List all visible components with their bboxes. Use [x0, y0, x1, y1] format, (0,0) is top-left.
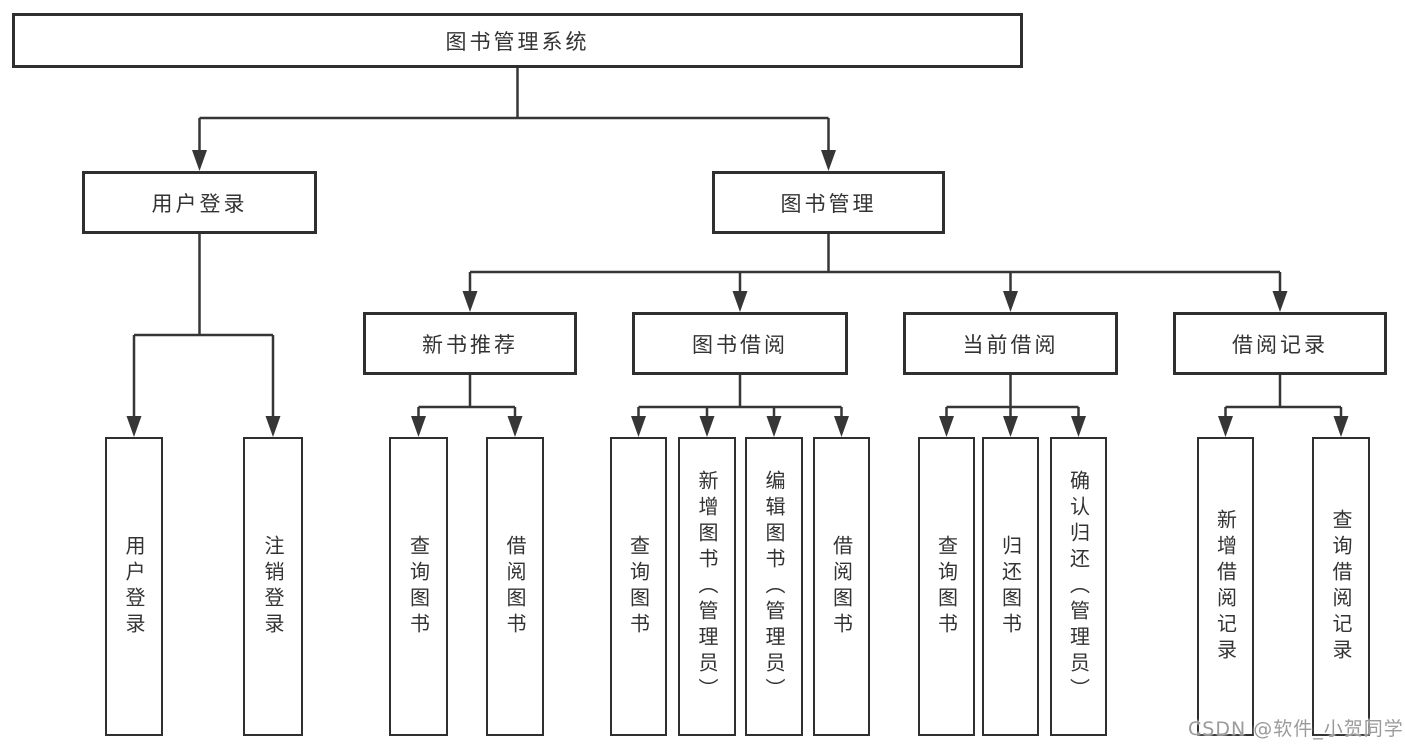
- leaf-borrow-books-2-label: 借阅图书: [829, 534, 854, 639]
- leaf-add-borrow-record: 新增借阅记录: [1197, 437, 1254, 736]
- leaf-add-borrow-record-label: 新增借阅记录: [1213, 508, 1238, 665]
- leaf-return-books: 归还图书: [982, 437, 1039, 736]
- node-current-borrowing-label: 当前借阅: [962, 332, 1059, 357]
- leaf-edit-books-admin: 编辑图书（管理员）: [745, 437, 803, 736]
- arrowhead-icon: [1333, 416, 1349, 437]
- connector-paths: [132, 68, 1343, 419]
- node-new-book-recommendation-label: 新书推荐: [422, 332, 518, 357]
- leaf-query-books-2-label: 查询图书: [626, 534, 651, 639]
- arrowhead-icon: [265, 416, 281, 437]
- arrowhead-icon: [1071, 416, 1086, 437]
- arrowhead-icon: [766, 416, 782, 437]
- leaf-confirm-return-admin-label: 确认归还（管理员）: [1066, 469, 1091, 704]
- node-root: 图书管理系统: [12, 13, 1023, 68]
- arrowhead-icon: [192, 150, 207, 171]
- leaf-query-books-2: 查询图书: [610, 437, 667, 736]
- node-book-borrowing-label: 图书借阅: [692, 332, 788, 357]
- node-current-borrowing: 当前借阅: [903, 312, 1118, 375]
- leaf-borrow-books-1: 借阅图书: [486, 437, 544, 736]
- arrowhead-icon: [631, 416, 646, 437]
- node-new-book-recommendation: 新书推荐: [363, 312, 577, 375]
- leaf-add-books-admin: 新增图书（管理员）: [678, 437, 736, 736]
- leaf-query-borrow-record: 查询借阅记录: [1312, 437, 1370, 736]
- leaf-logout-label: 注销登录: [261, 534, 285, 639]
- arrowhead-icon: [1003, 291, 1018, 312]
- leaf-query-borrow-record-label: 查询借阅记录: [1329, 508, 1353, 665]
- leaf-borrow-books-1-label: 借阅图书: [503, 534, 527, 639]
- node-user-login-label: 用户登录: [151, 191, 248, 216]
- node-book-management-label: 图书管理: [780, 191, 877, 216]
- node-user-login: 用户登录: [82, 171, 317, 234]
- leaf-add-books-admin-label: 新增图书（管理员）: [695, 469, 719, 704]
- leaf-query-books-1-label: 查询图书: [406, 534, 431, 639]
- arrowhead-icon: [411, 416, 426, 437]
- arrowhead-icon: [821, 150, 836, 171]
- arrowhead-icon: [1218, 416, 1233, 437]
- node-root-label: 图书管理系统: [445, 29, 590, 54]
- leaf-user-login-label: 用户登录: [122, 534, 146, 639]
- leaf-logout: 注销登录: [243, 437, 303, 736]
- leaf-query-books-1: 查询图书: [389, 437, 448, 736]
- leaf-query-books-3: 查询图书: [918, 437, 975, 736]
- arrowhead-icon: [462, 291, 478, 312]
- arrowhead-icon: [699, 416, 715, 437]
- arrowhead-icon: [732, 291, 748, 312]
- arrowhead-icon: [1003, 416, 1018, 437]
- arrowhead-icon: [1272, 291, 1288, 312]
- leaf-confirm-return-admin: 确认归还（管理员）: [1050, 437, 1107, 736]
- leaf-return-books-label: 归还图书: [998, 534, 1023, 639]
- arrowhead-markers: [126, 150, 1349, 437]
- arrowhead-icon: [507, 416, 523, 437]
- arrowhead-icon: [939, 416, 954, 437]
- node-borrowing-records: 借阅记录: [1173, 312, 1387, 375]
- leaf-user-login: 用户登录: [105, 437, 163, 736]
- node-book-borrowing: 图书借阅: [632, 312, 848, 375]
- node-borrowing-records-label: 借阅记录: [1232, 332, 1328, 357]
- arrowhead-icon: [126, 416, 142, 437]
- node-book-management: 图书管理: [712, 171, 945, 234]
- arrowhead-icon: [834, 416, 849, 437]
- leaf-query-books-3-label: 查询图书: [934, 534, 959, 639]
- leaf-edit-books-admin-label: 编辑图书（管理员）: [762, 469, 786, 704]
- leaf-borrow-books-2: 借阅图书: [813, 437, 870, 736]
